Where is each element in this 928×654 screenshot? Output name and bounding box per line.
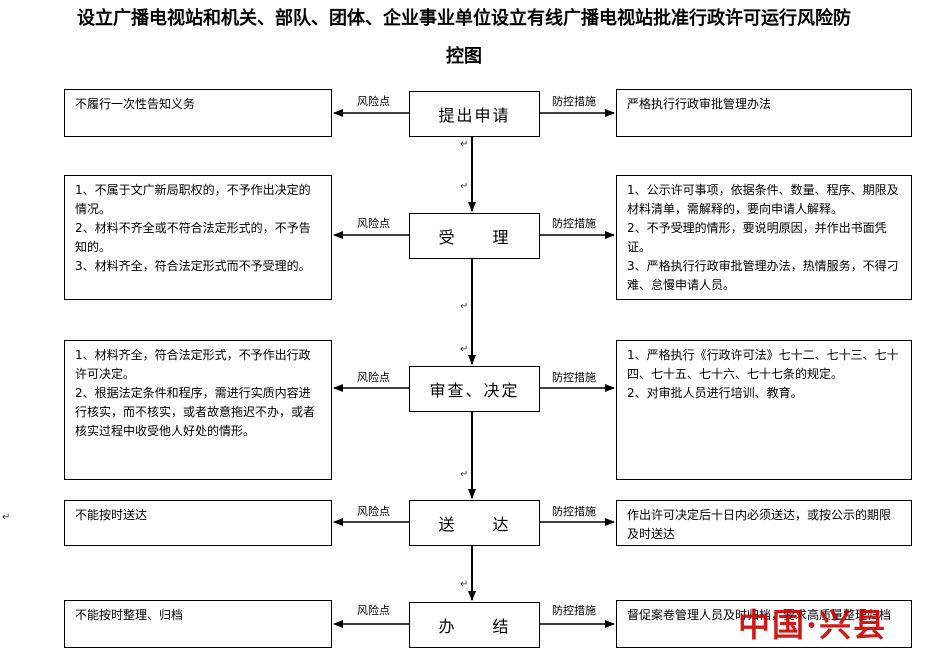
control-box-4: 作出许可决定后十日内必须送达，或按公示的期限及时送达 [616,500,912,546]
control-box-1: 严格执行行政审批管理办法 [616,89,912,137]
step-deliver: 送 达 [409,500,540,546]
paragraph-mark: ↵ [460,301,469,312]
risk-box-4: 不能按时送达 [64,500,332,546]
control-label-5: 防控措施 [552,604,596,617]
risk-label-4: 风险点 [357,505,390,518]
paragraph-mark: ↵ [460,469,469,480]
paragraph-mark: ↵ [460,139,469,150]
page-title-line-1: 设立广播电视站和机关、部队、团体、企业事业单位设立有线广播电视站批准行政许可运行… [77,8,851,29]
risk-label-2: 风险点 [357,217,390,230]
paragraph-mark: ↵ [2,512,11,523]
step-apply: 提出申请 [409,91,540,137]
paragraph-mark: ↵ [460,344,469,355]
risk-box-3: 1、材料齐全，符合法定形式，不予作出行政许可决定。 2、根据法定条件和程序，需进… [64,340,332,480]
step-accept: 受 理 [409,213,540,259]
risk-box-1: 不履行一次性告知义务 [64,89,332,137]
control-box-3: 1、严格执行《行政许可法》七十二、七十三、七十四、七十五、七十六、七十七条的规定… [616,340,912,480]
paragraph-mark: ↵ [460,579,469,590]
paragraph-mark: ↵ [460,181,469,192]
risk-label-1: 风险点 [357,95,390,108]
control-box-2: 1、公示许可事项，依据条件、数量、程序、期限及材料清单，需解释的，要向申请人解释… [616,175,912,300]
page-title-line-2: 控图 [446,46,482,67]
control-label-1: 防控措施 [552,95,596,108]
risk-label-5: 风险点 [357,604,390,617]
risk-box-2: 1、不属于文广新局职权的，不予作出决定的情况。 2、材料不齐全或不符合法定形式的… [64,175,332,300]
step-complete: 办 结 [409,602,540,648]
control-label-2: 防控措施 [552,217,596,230]
control-label-4: 防控措施 [552,505,596,518]
step-review: 审查、决定 [409,366,540,412]
control-label-3: 防控措施 [552,371,596,384]
risk-box-5: 不能按时整理、归档 [64,600,332,648]
risk-label-3: 风险点 [357,371,390,384]
control-box-5: 督促案卷管理人员及时归档，要求高质量整理归档 [616,600,912,648]
watermark-logo: 中国·兴县 [738,606,888,644]
